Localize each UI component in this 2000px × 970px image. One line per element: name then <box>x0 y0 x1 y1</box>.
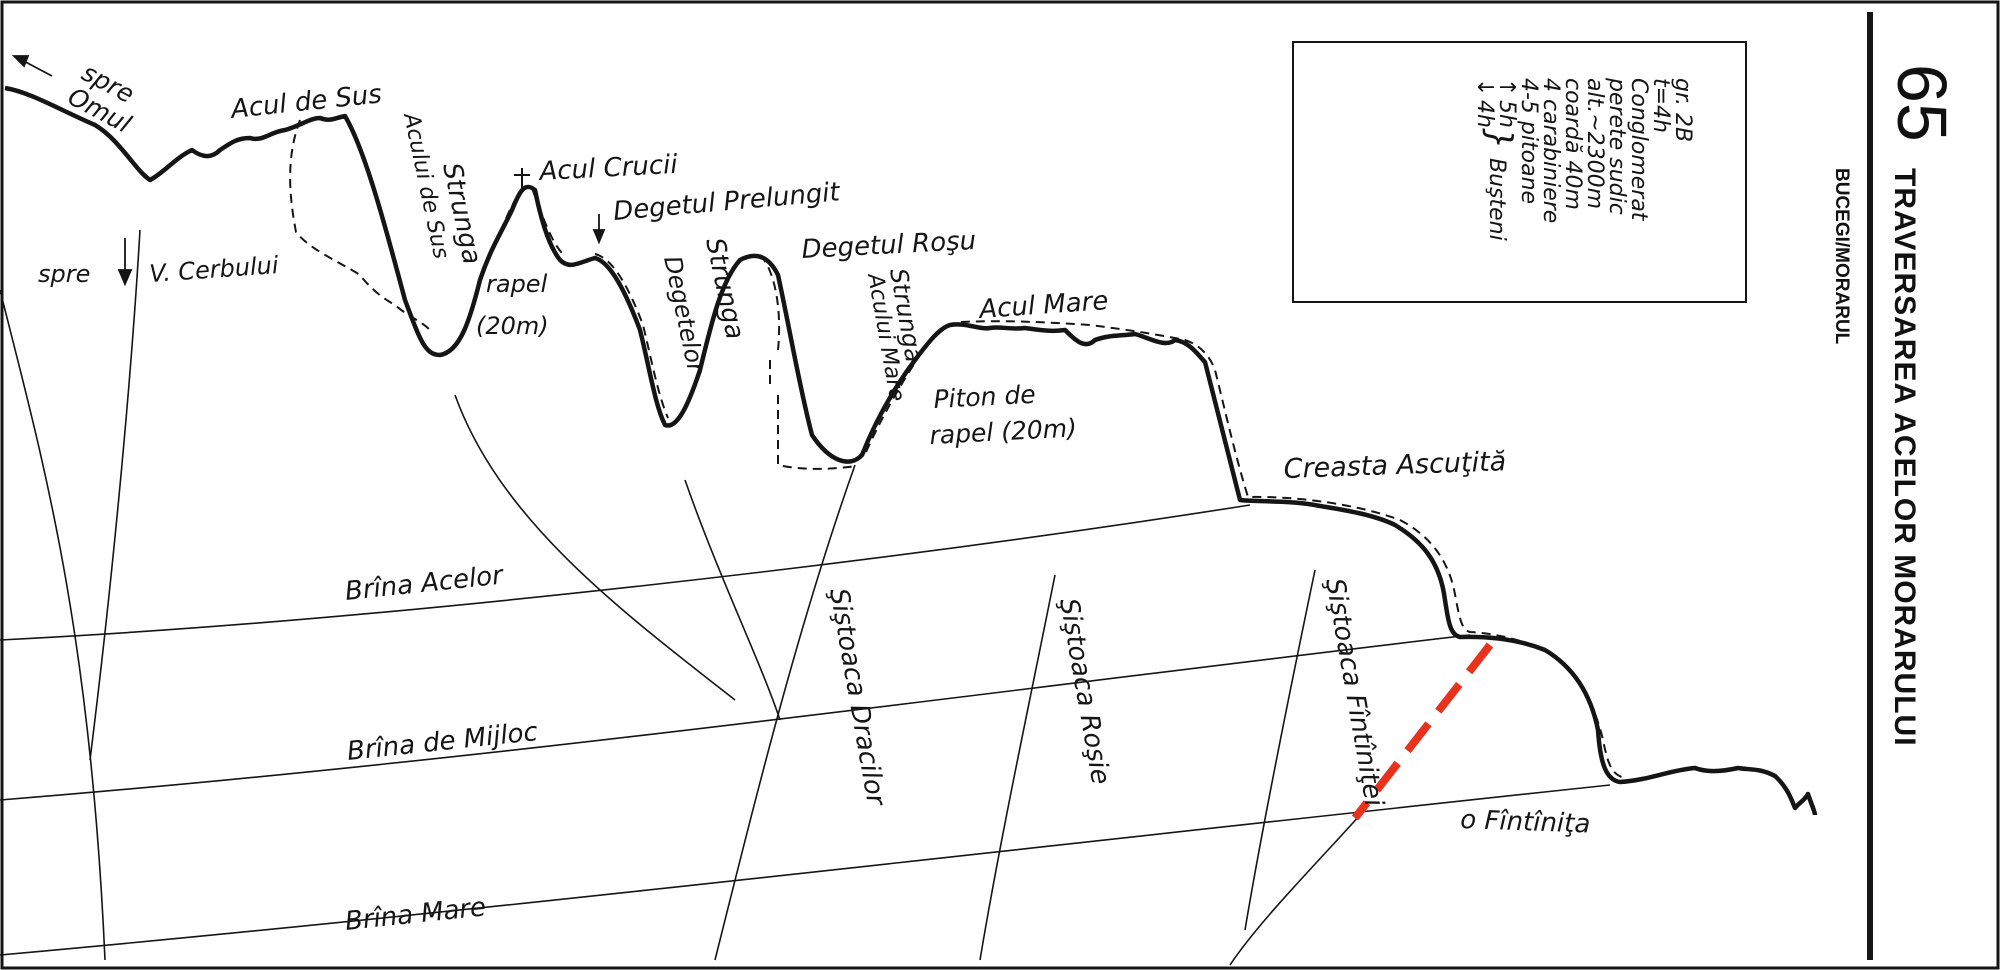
label-fintinita: o Fîntîniţa <box>1460 805 1591 840</box>
gully-left-1 <box>0 289 106 961</box>
legend-pitons: 4-5 pitoane <box>1516 78 1541 204</box>
ledge-brina-mare-line <box>0 784 1611 956</box>
gully-strunga-degetelor <box>684 479 781 721</box>
label-spre-v-cerbului-1: spre <box>38 260 90 288</box>
legend-up-arrow: ↑ <box>1494 78 1519 96</box>
label-brina-acelor: Brîna Acelor <box>344 560 507 607</box>
label-piton-1: Piton de <box>933 380 1037 414</box>
page-number: 65 <box>1883 64 1961 142</box>
legend-grade: gr. 2B <box>1670 78 1695 142</box>
gully-strunga-sus <box>454 394 736 701</box>
gully-fintinita-lower <box>1229 814 1361 966</box>
label-sistoaca-fintinitei: Şiştoaca Fîntîniţei <box>1319 576 1389 809</box>
legend-time-down: 4h <box>1472 100 1497 128</box>
map-labels: spre Omul Acul de Sus Strunga Acului de … <box>38 58 1591 937</box>
label-brina-mare: Brîna Mare <box>344 892 488 937</box>
legend-carabiners: 4 carabiniere <box>1538 78 1563 223</box>
page-subtitle: BUCEGI/MORARUL <box>1831 168 1852 345</box>
legend-altitude: alt.~2300m <box>1582 78 1607 209</box>
legend-face: perete sudic <box>1604 77 1629 215</box>
label-strunga-deg-2: Degetelor <box>658 253 710 377</box>
label-sistoaca-dracilor: Şiştoaca Dracilor <box>823 586 891 810</box>
label-degetul-rosu: Degetul Roşu <box>801 226 977 265</box>
legend-brace: } <box>1479 128 1519 150</box>
label-rapel-2: (20m) <box>476 312 549 340</box>
cross-marker <box>514 168 530 192</box>
legend-down-arrow: ↓ <box>1472 78 1497 96</box>
arrow-degetul-head <box>592 229 606 245</box>
legend-rope: coardă 40m <box>1560 78 1585 210</box>
gully-left-2 <box>89 229 141 761</box>
ledge-brina-mijloc-line <box>0 634 1471 801</box>
direction-arrows <box>11 55 606 287</box>
legend-box: gr. 2B t=4h Conglomerat perete sudic alt… <box>1292 41 1747 303</box>
label-piton-2: rapel (20m) <box>929 413 1078 450</box>
label-brina-de-mijloc: Brîna de Mijloc <box>346 717 540 767</box>
label-acul-crucii: Acul Crucii <box>537 150 679 187</box>
label-rapel-1: rapel <box>486 270 548 298</box>
label-degetul-prelungit: Degetul Prelungit <box>612 177 842 227</box>
legend-time: t=4h <box>1648 78 1673 133</box>
page-title: TRAVERSAREA ACELOR MORARULUI <box>1888 168 1921 747</box>
legend-rock: Conglomerat <box>1626 78 1651 222</box>
label-creasta-ascutita: Creasta Ascuţită <box>1283 446 1507 485</box>
label-sistoaca-rosie: Şiştoaca Roşie <box>1053 596 1115 787</box>
highlighted-route-segment <box>1351 642 1494 821</box>
arrow-omul-head <box>11 55 30 68</box>
legend-destination: Buşteni <box>1484 158 1509 241</box>
ledges <box>0 504 1611 956</box>
legend-time-up: 5h <box>1494 100 1519 128</box>
gully-sistoaca-fintinitei <box>1244 569 1316 931</box>
climbing-route-dashed <box>289 119 1626 779</box>
gully-sistoaca-rosie <box>979 574 1056 961</box>
label-strunga-deg-1: Strunga <box>699 235 750 342</box>
legend-frame <box>1292 41 1747 303</box>
label-spre-v-cerbului-2: V. Cerbului <box>148 251 279 288</box>
side-panel: 65 TRAVERSAREA ACELOR MORARULUI BUCEGI/M… <box>1831 64 1961 747</box>
arrow-v-cerbului-head <box>117 269 133 287</box>
gullies <box>0 229 1361 966</box>
label-acul-mare: Acul Mare <box>976 286 1109 325</box>
label-acul-de-sus: Acul de Sus <box>228 79 384 125</box>
gully-sistoaca-dracilor <box>714 464 856 961</box>
ledge-brina-acelor-line <box>0 504 1251 641</box>
